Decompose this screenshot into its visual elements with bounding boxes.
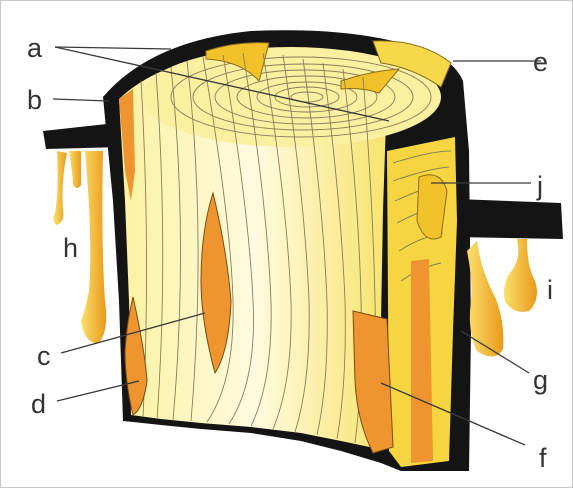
right-branch <box>456 199 563 239</box>
label-j: j <box>536 171 543 201</box>
label-c: c <box>37 341 51 371</box>
label-a: a <box>27 33 43 63</box>
resin-drip-g <box>467 241 503 357</box>
label-d: d <box>31 389 46 419</box>
resin-drip-i <box>504 239 537 312</box>
label-i: i <box>547 275 553 305</box>
label-g: g <box>533 365 548 395</box>
label-e: e <box>533 47 548 77</box>
label-h: h <box>63 233 78 263</box>
resin-drip-h <box>53 151 106 343</box>
label-b: b <box>27 85 42 115</box>
label-f: f <box>539 443 547 473</box>
